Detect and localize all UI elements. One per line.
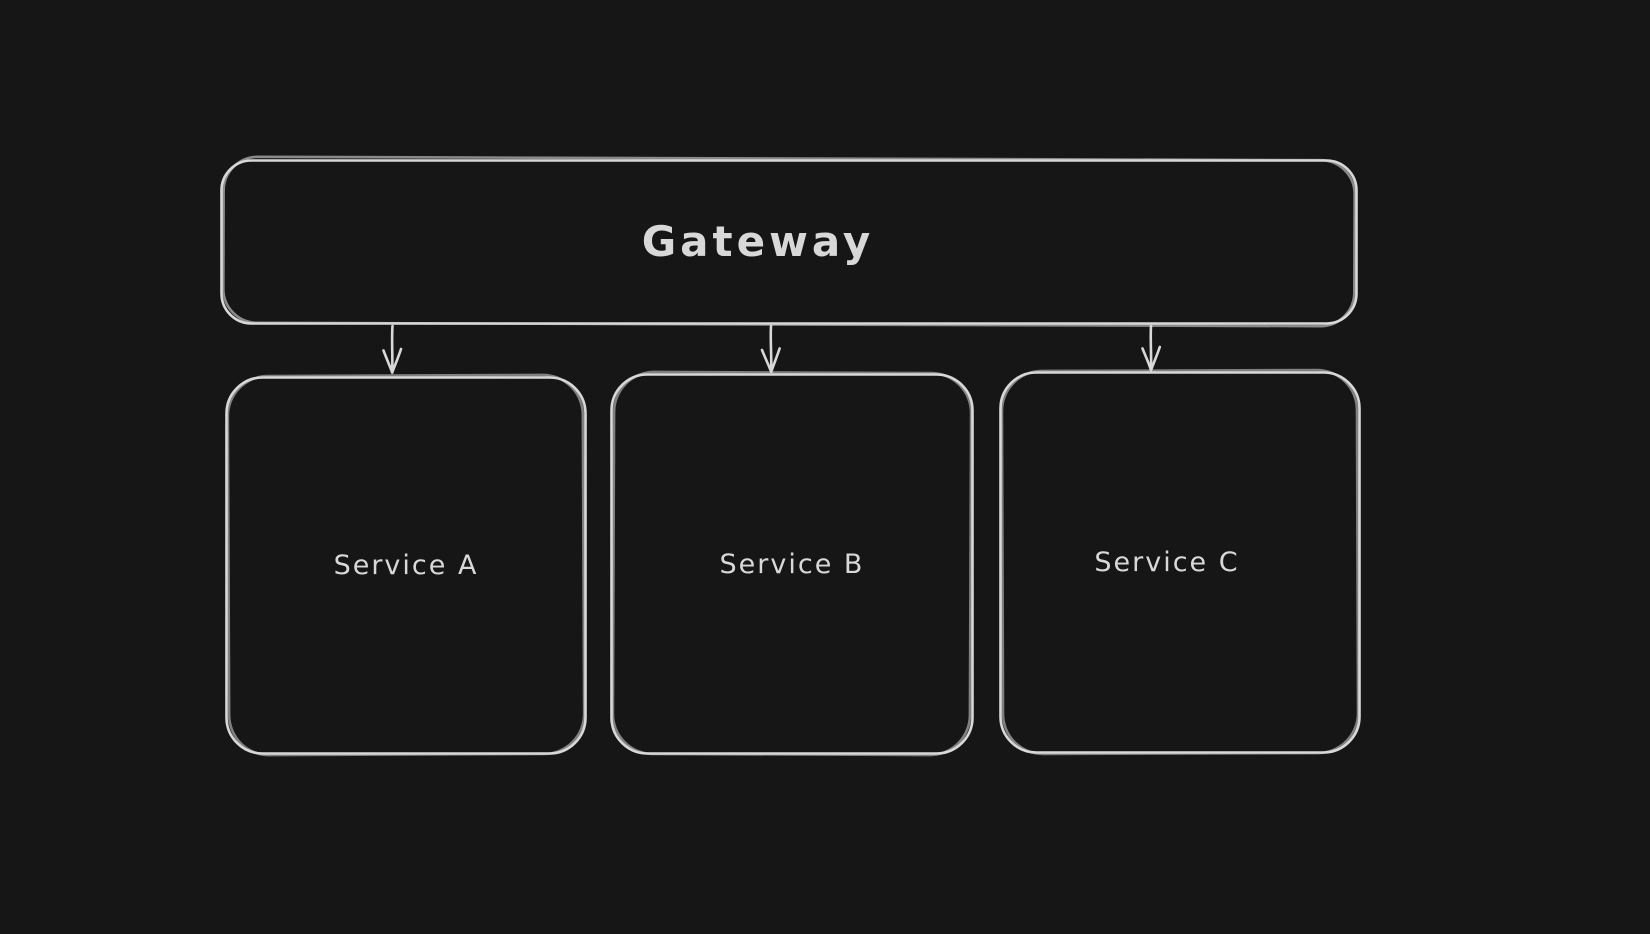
- service-c-node-shape[interactable]: [999, 368, 1361, 756]
- arrow-gateway-to-service-b[interactable]: [760, 324, 781, 374]
- service-a-node-shape[interactable]: [225, 373, 587, 757]
- gateway-node-shape[interactable]: [220, 155, 1358, 328]
- service-b-node-shape[interactable]: [610, 370, 974, 757]
- arrow-gateway-to-service-c[interactable]: [1141, 324, 1162, 372]
- arrow-gateway-to-service-a[interactable]: [382, 324, 403, 374]
